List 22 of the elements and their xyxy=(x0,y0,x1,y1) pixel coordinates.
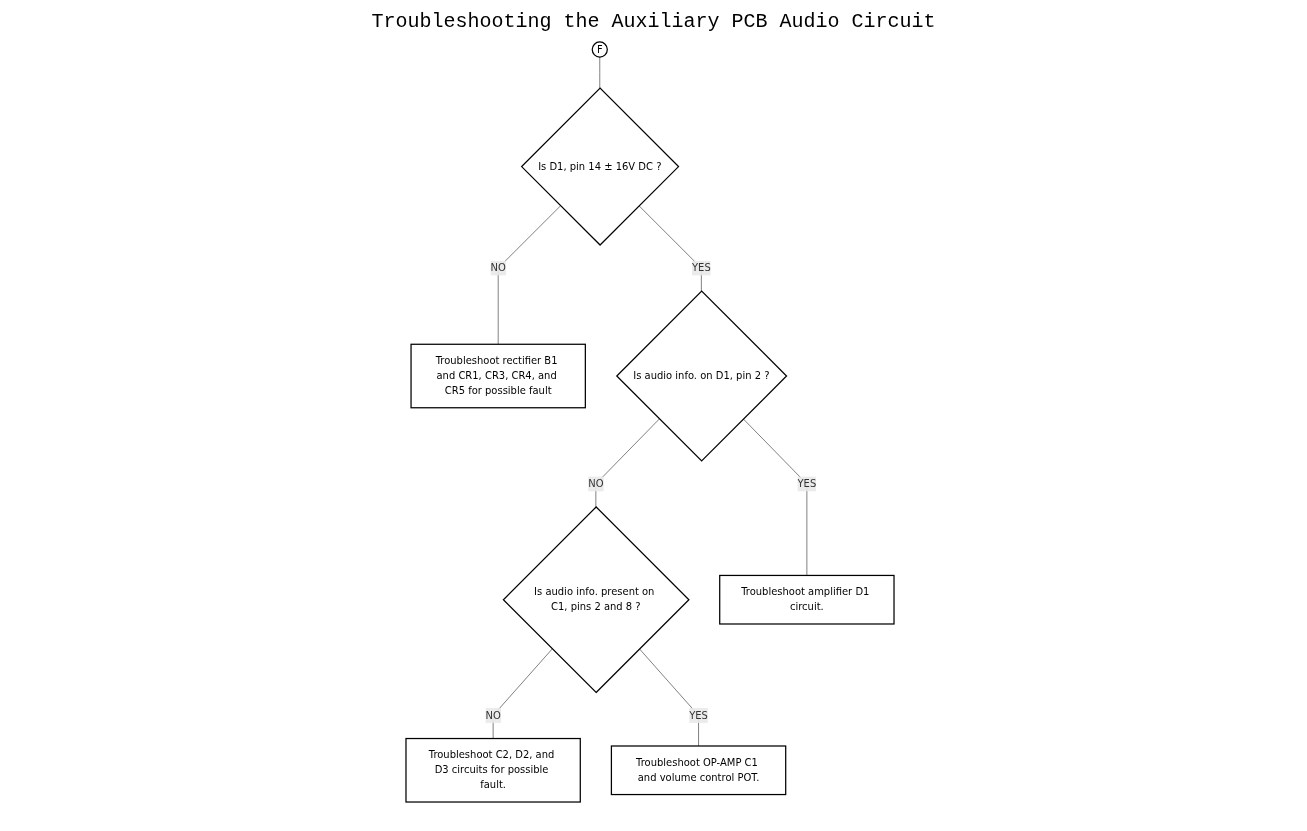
node-box: Troubleshoot OP-AMP C1 and volume control POT. xyxy=(610,745,787,796)
node-box: Troubleshoot C2, D2, and D3 circuits for possible fault. xyxy=(405,737,581,803)
edge-label: NO xyxy=(490,261,506,274)
edge-label: YES xyxy=(689,709,708,722)
connector xyxy=(492,648,553,739)
node-box: Troubleshoot rectifier B1 and CR1, CR3, CR4, and CR5 for possible fault xyxy=(410,343,586,409)
connector xyxy=(599,56,601,89)
node-diamond: Is audio info. on D1, pin 2 ? xyxy=(615,290,788,462)
edge-label: NO xyxy=(588,477,604,490)
edge-label: NO xyxy=(485,709,501,722)
edge-label: YES xyxy=(797,477,817,490)
connector xyxy=(743,418,808,576)
node-diamond: Is audio info. present on C1, pins 2 and 8 ? xyxy=(502,506,690,694)
edge-label: YES xyxy=(692,261,711,274)
connector xyxy=(638,205,702,292)
node-diamond: Is D1, pin 14 ± 16V DC ? xyxy=(520,87,680,246)
connector xyxy=(497,205,561,345)
connector xyxy=(595,418,660,508)
node-box: Troubleshoot amplifier D1 circuit. xyxy=(719,574,895,625)
node-circle: F xyxy=(591,41,608,58)
connector xyxy=(639,648,699,747)
diagram-title: Troubleshooting the Auxiliary PCB Audio Circuit xyxy=(370,10,937,33)
